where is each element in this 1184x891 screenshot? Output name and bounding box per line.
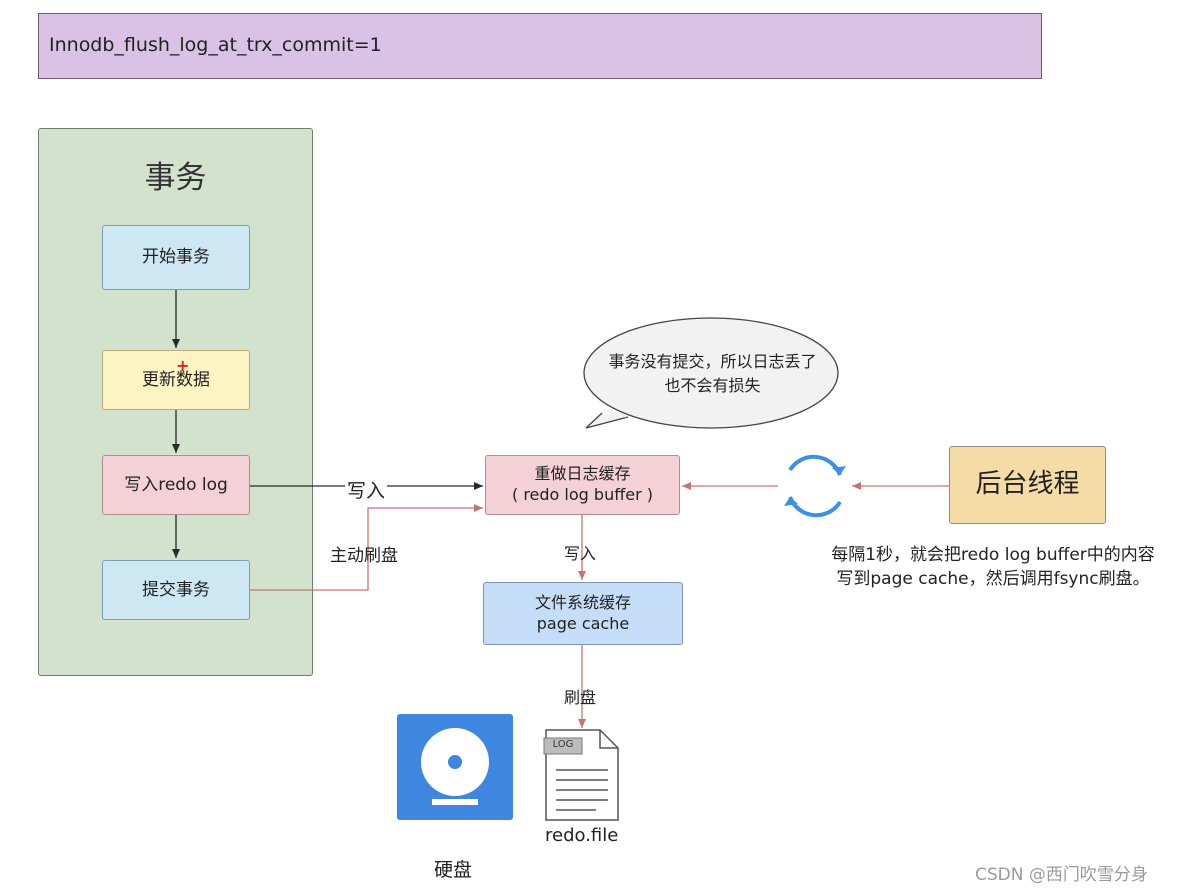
background-thread-note: 每隔1秒，就会把redo log buffer中的内容 写到page cache… (812, 543, 1174, 591)
transaction-title: 事务 (144, 160, 207, 196)
redo-file-label: redo.file (545, 825, 619, 846)
redo-buffer-title: 重做日志缓存 (534, 464, 631, 484)
log-file-tag: LOG (552, 739, 574, 750)
sync-cycle-icon (784, 454, 846, 518)
redo-log-buffer-box: 重做日志缓存 ( redo log buffer ) (485, 455, 680, 515)
cache-to-disk-label: 刷盘 (564, 688, 597, 707)
hard-disk-icon (397, 714, 513, 820)
background-note-line2: 写到page cache，然后调用fsync刷盘。 (836, 569, 1150, 589)
update-data-box: 更新数据 (102, 350, 250, 410)
plus-marker: + (176, 356, 190, 375)
redo-buffer-subtitle: ( redo log buffer ) (512, 485, 653, 504)
buffer-to-cache-label: 写入 (564, 544, 597, 563)
speech-bubble-text: 事务没有提交，所以日志丢了 也不会有损失 (585, 350, 840, 398)
write-redo-log-box: 写入redo log (102, 455, 250, 515)
background-note-line1: 每隔1秒，就会把redo log buffer中的内容 (831, 545, 1155, 565)
disk-label: 硬盘 (434, 859, 473, 881)
update-data-label: 更新数据 (142, 369, 210, 390)
speech-bubble-line1: 事务没有提交，所以日志丢了 (608, 352, 817, 371)
page-cache-subtitle: page cache (536, 613, 630, 633)
page-cache-box: 文件系统缓存 page cache (483, 582, 683, 645)
arrow-active-flush (250, 504, 483, 591)
commit-transaction-box: 提交事务 (102, 560, 250, 620)
speech-bubble (583, 317, 839, 429)
speech-bubble-line2: 也不会有损失 (664, 376, 761, 395)
background-thread-box: 后台线程 (949, 446, 1106, 524)
active-flush-label: 主动刷盘 (330, 546, 398, 566)
log-file-icon (543, 729, 619, 821)
page-cache-title: 文件系统缓存 (534, 592, 631, 612)
start-transaction-box: 开始事务 (102, 225, 250, 290)
setting-label: Innodb_flush_log_at_trx_commit=1 (38, 13, 1042, 79)
write-to-buffer-label: 写入 (345, 476, 388, 503)
watermark: CSDN @西门吹雪分身 (975, 865, 1148, 885)
